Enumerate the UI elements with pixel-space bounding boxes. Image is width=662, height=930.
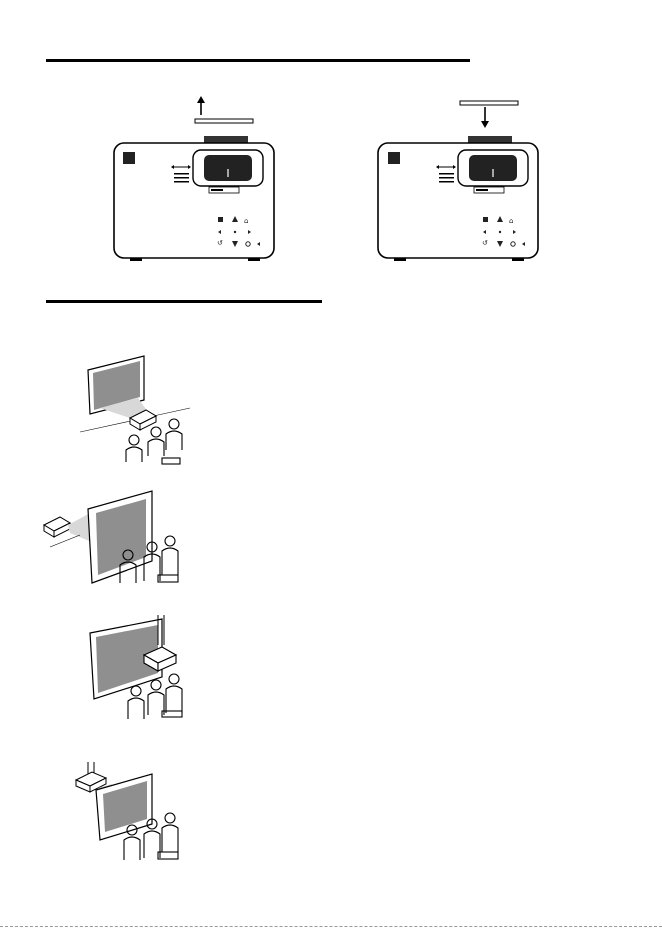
menu-button-icon: [218, 217, 223, 222]
projector-icon: [44, 517, 70, 537]
arrow-down-icon: [481, 107, 489, 128]
arrow-up-icon: [197, 96, 205, 115]
section-rule-installation: [46, 300, 322, 303]
installation-front-ceiling: [80, 615, 200, 723]
lens: [204, 155, 252, 181]
section-rule-focus: [46, 59, 470, 62]
ok-button-icon: [499, 231, 501, 233]
projector-top-view-focus-up: ⌂ ↺: [108, 95, 280, 265]
home-button-icon: ⌂: [244, 217, 248, 225]
home-button-icon: ⌂: [509, 217, 513, 225]
ok-button-icon: [234, 231, 236, 233]
page-edge: [0, 926, 662, 927]
brand-logo: [123, 152, 135, 164]
focus-bar: [460, 101, 518, 105]
installation-front-table: [80, 350, 200, 470]
focus-bar: [195, 119, 253, 123]
back-button-icon: ↺: [482, 239, 488, 247]
brand-logo: [388, 152, 400, 164]
lens: [469, 155, 517, 181]
menu-button-icon: [483, 217, 488, 222]
installation-rear-ceiling: [72, 762, 192, 862]
installation-rear-table: [40, 485, 190, 590]
back-button-icon: ↺: [217, 239, 223, 247]
projector-top-view-focus-down: ⌂ ↺: [374, 95, 546, 265]
